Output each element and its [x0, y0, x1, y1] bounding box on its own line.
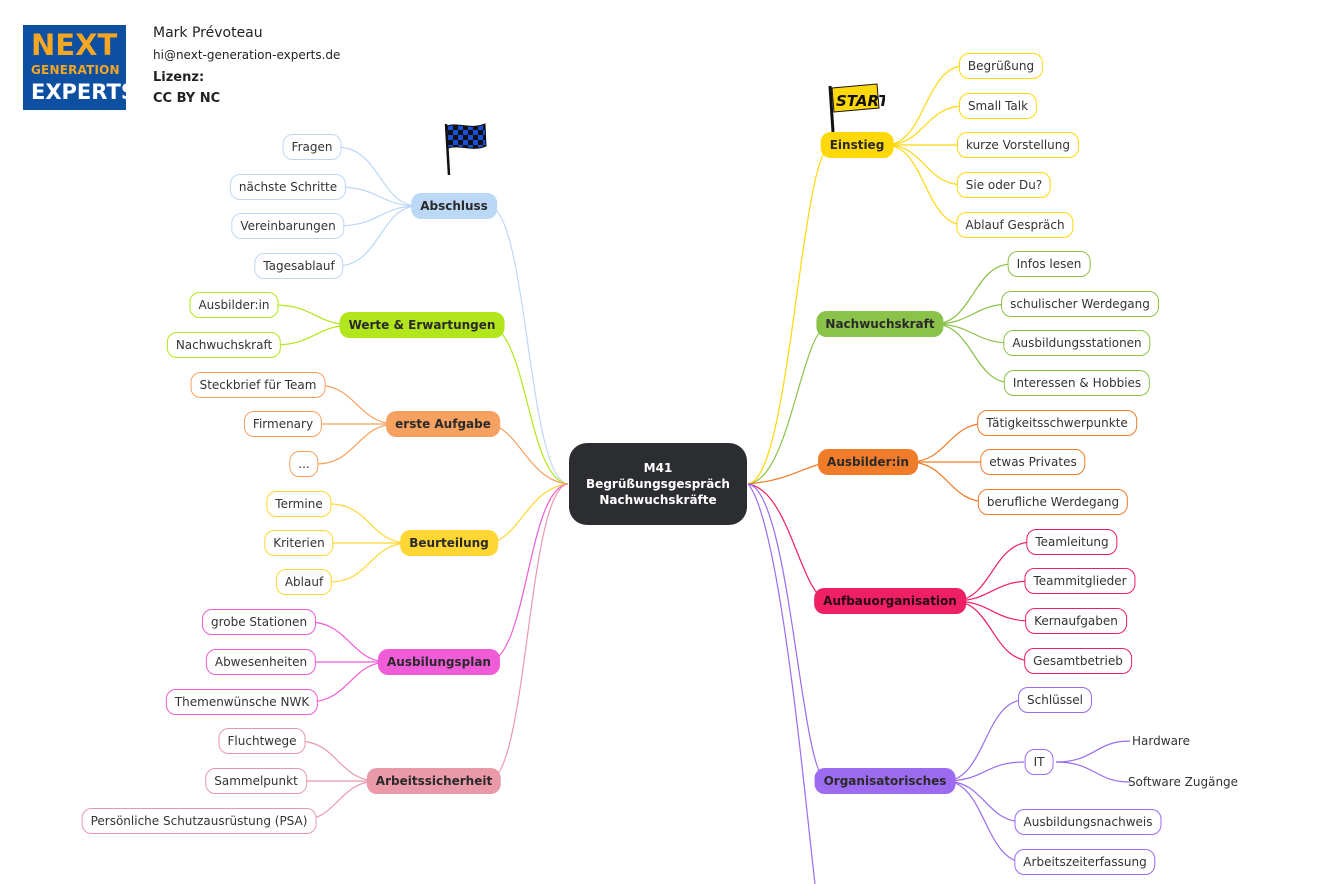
leaf-fluchtwege[interactable]: Fluchtwege	[218, 728, 306, 754]
leaf-schluessel[interactable]: Schlüssel	[1018, 687, 1092, 713]
license-value: CC BY NC	[153, 91, 221, 106]
branch-erste-aufgabe[interactable]: erste Aufgabe	[386, 411, 500, 437]
central-topic-line2: Begrüßungsgespräch	[586, 477, 730, 491]
leaf-abwesenheiten[interactable]: Abwesenheiten	[205, 649, 317, 675]
next-generation-experts-logo: NEXT GENERATION EXPERTS	[23, 25, 136, 110]
branch-nachwuchskraft[interactable]: Nachwuchskraft	[816, 311, 944, 337]
connector-center-abschluss	[489, 205, 569, 485]
leaf-gesamtbetrieb[interactable]: Gesamtbetrieb	[1024, 648, 1132, 674]
connector-center-einstieg	[747, 144, 831, 485]
leaf-berufliche-werdegang[interactable]: berufliche Werdegang	[977, 489, 1129, 515]
leaf-themenwuensche-nwk[interactable]: Themenwünsche NWK	[165, 689, 319, 715]
branch-aufbauorganisation[interactable]: Aufbauorganisation	[814, 588, 966, 614]
connector-center-organisatorisches	[747, 483, 827, 782]
leaf-etwas-privates[interactable]: etwas Privates	[980, 449, 1086, 475]
leaf-tagesablauf[interactable]: Tagesablauf	[254, 253, 344, 279]
leaf-grobe-stationen[interactable]: grobe Stationen	[201, 609, 317, 635]
leaf-naechste-schritte[interactable]: nächste Schritte	[229, 174, 347, 200]
leaf-sammelpunkt[interactable]: Sammelpunkt	[205, 768, 307, 794]
branch-werte-erwartungen[interactable]: Werte & Erwartungen	[339, 312, 505, 338]
leaf-taetigkeitsschwerpunkte[interactable]: Tätigkeitsschwerpunkte	[977, 410, 1137, 436]
leaf-psa[interactable]: Persönliche Schutzausrüstung (PSA)	[81, 808, 317, 834]
branch-einstieg[interactable]: Einstieg	[820, 132, 894, 158]
leaf-ablauf[interactable]: Ablauf	[275, 569, 333, 595]
leaf-hardware[interactable]: Hardware	[1132, 734, 1190, 748]
leaf-teamleitung[interactable]: Teamleitung	[1026, 529, 1118, 555]
leaf-sie-oder-du[interactable]: Sie oder Du?	[956, 172, 1052, 198]
connector-center-nachwuchskraft	[747, 323, 829, 485]
leaf-schulischer-werdegang[interactable]: schulischer Werdegang	[1001, 291, 1159, 317]
leaf-kurze-vorstellung[interactable]: kurze Vorstellung	[956, 132, 1080, 158]
leaf-termine[interactable]: Termine	[266, 491, 332, 517]
branch-abschluss[interactable]: Abschluss	[411, 193, 497, 219]
connector-center-offscreen	[747, 483, 816, 884]
author-email: hi@next-generation-experts.de	[153, 48, 341, 62]
leaf-interessen-hobbies[interactable]: Interessen & Hobbies	[1003, 370, 1151, 396]
leaf-software-zugaenge[interactable]: Software Zugänge	[1127, 775, 1239, 789]
license-label: Lizenz:	[153, 70, 205, 85]
branch-arbeitssicherheit[interactable]: Arbeitssicherheit	[366, 768, 502, 794]
leaf-begruessung[interactable]: Begrüßung	[958, 53, 1044, 79]
logo-line-experts: EXPERTS	[31, 80, 136, 104]
logo-line-generation: GENERATION	[31, 63, 120, 77]
leaf-steckbrief-fuer-team[interactable]: Steckbrief für Team	[190, 372, 326, 398]
branch-organisatorisches[interactable]: Organisatorisches	[814, 768, 956, 794]
leaf-teammitglieder[interactable]: Teammitglieder	[1024, 568, 1136, 594]
start-flag-label: START	[836, 92, 885, 110]
connector-center-ausbildungsplan	[489, 483, 569, 663]
logo-line-next: NEXT	[31, 28, 118, 62]
connector-center-aufbau	[747, 483, 829, 602]
leaf-nachwuchskraft[interactable]: Nachwuchskraft	[166, 332, 282, 358]
leaf-kernaufgaben[interactable]: Kernaufgaben	[1025, 608, 1127, 634]
leaf-vereinbarungen[interactable]: Vereinbarungen	[231, 213, 345, 239]
leaf-ellipsis[interactable]: ...	[289, 451, 319, 477]
checkered-finish-flag-icon	[444, 123, 487, 176]
leaf-firmenary[interactable]: Firmenary	[243, 411, 323, 437]
leaf-infos-lesen[interactable]: Infos lesen	[1007, 251, 1091, 277]
start-flag-icon: START	[828, 83, 885, 133]
leaf-it[interactable]: IT	[1024, 749, 1054, 775]
leaf-ausbildungsnachweis[interactable]: Ausbildungsnachweis	[1014, 809, 1162, 835]
central-topic-line3: Nachwuchskräfte	[599, 493, 717, 507]
leaf-fragen[interactable]: Fragen	[282, 134, 342, 160]
connector-center-werte	[489, 324, 569, 485]
branch-ausbildungsplan[interactable]: Ausbilungsplan	[378, 649, 500, 675]
connector-center-beurteilung	[489, 483, 569, 544]
leaf-ausbilder-in[interactable]: Ausbilder:in	[189, 292, 279, 318]
author-name: Mark Prévoteau	[153, 25, 263, 41]
connector-center-arbeitssicherheit	[489, 483, 569, 782]
branch-beurteilung[interactable]: Beurteilung	[400, 530, 498, 556]
leaf-ausbildungsstationen[interactable]: Ausbildungsstationen	[1003, 330, 1151, 356]
leaf-arbeitszeiterfassung[interactable]: Arbeitszeiterfassung	[1014, 849, 1156, 875]
leaf-small-talk[interactable]: Small Talk	[958, 93, 1038, 119]
central-topic-code: M41	[643, 461, 673, 475]
central-topic[interactable]: M41 Begrüßungsgespräch Nachwuchskräfte	[569, 443, 747, 525]
branch-ausbilder[interactable]: Ausbilder:in	[818, 449, 918, 475]
leaf-kriterien[interactable]: Kriterien	[264, 530, 334, 556]
leaf-ablauf-gespraech[interactable]: Ablauf Gespräch	[956, 212, 1074, 238]
